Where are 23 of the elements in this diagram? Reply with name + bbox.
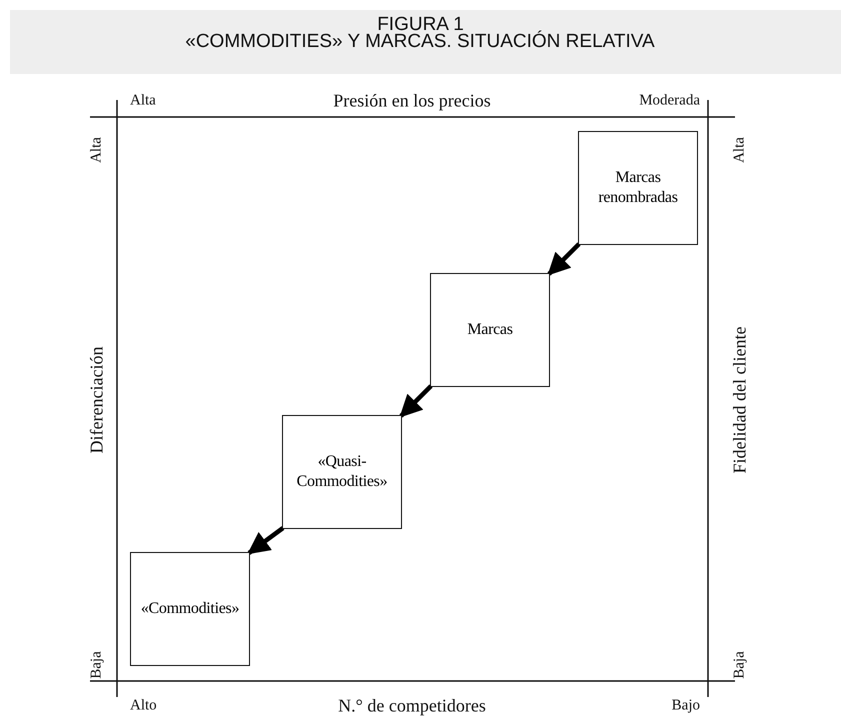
box-label: Marcas: [467, 320, 513, 340]
scale-label: Alto: [130, 698, 157, 714]
scale-label: Alta: [88, 137, 106, 163]
arrow: [547, 242, 581, 276]
scale-label: Alta: [130, 92, 156, 110]
arrow: [399, 384, 433, 418]
box-label: «Quasi- Commodities»: [296, 452, 388, 492]
category-box: [578, 131, 698, 245]
axis-title: Presión en los precios: [333, 90, 491, 112]
axis-title: Fidelidad del cliente: [730, 326, 750, 474]
scale-label: Baja: [88, 651, 106, 679]
arrow: [247, 526, 284, 555]
category-box: [430, 273, 550, 387]
scale-label: Bajo: [672, 698, 700, 714]
scale-label: Alta: [732, 137, 748, 163]
box-label: «Commodities»: [140, 599, 240, 619]
category-box: [130, 552, 250, 666]
axis-title: N.° de competidores: [338, 696, 486, 716]
box-label: Marcas renombradas: [597, 168, 679, 208]
axis-title: Diferenciación: [86, 346, 108, 454]
category-box: [282, 415, 402, 529]
scale-label: Baja: [732, 651, 748, 679]
scale-label: Moderada: [639, 92, 700, 110]
